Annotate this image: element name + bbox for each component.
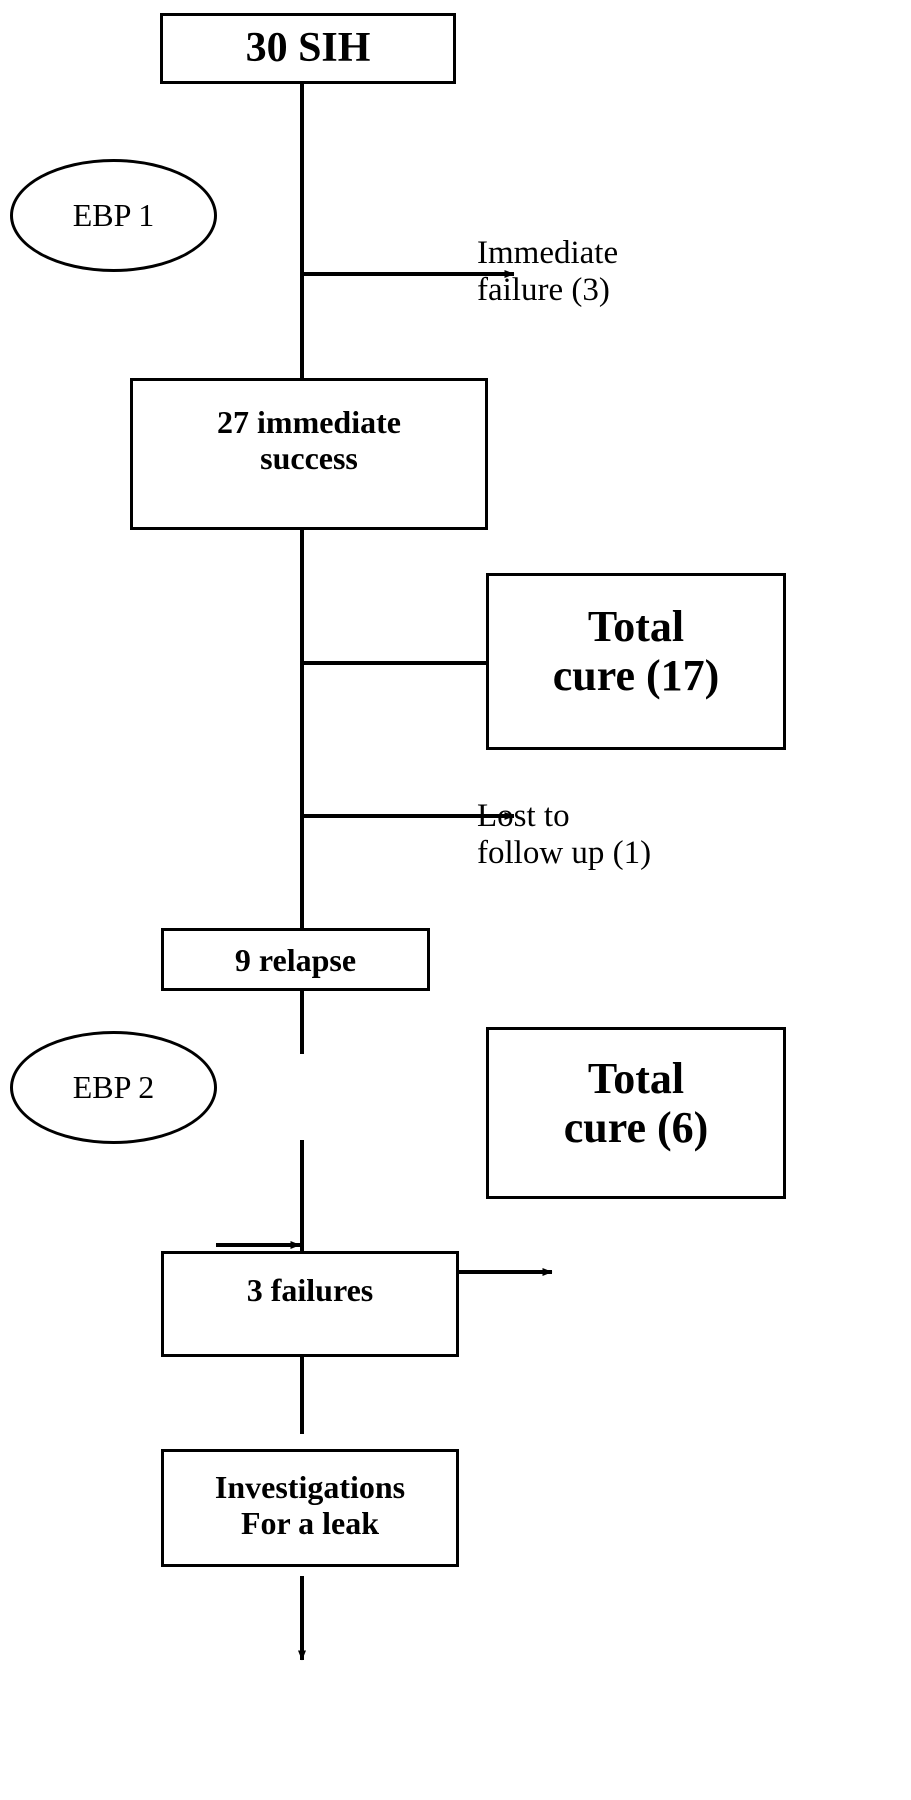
node-total-cure-6[interactable]: Total cure (6) <box>486 1027 786 1199</box>
label-lost-to-follow-up: Lost to follow up (1) <box>477 798 652 872</box>
node-failures[interactable]: 3 failures <box>161 1251 459 1357</box>
node-ebp2[interactable]: EBP 2 <box>10 1031 217 1144</box>
label-immediate-failure: Immediate failure (3) <box>477 235 619 309</box>
node-total-cure-17-label: Total cure (17) <box>552 602 720 701</box>
node-immediate-success-label: 27 immediate success <box>217 404 401 476</box>
node-total-cure-17[interactable]: Total cure (17) <box>486 573 786 750</box>
node-start-30-sih[interactable]: 30 SIH <box>160 13 456 84</box>
node-total-cure-6-label: Total cure (6) <box>563 1054 709 1153</box>
node-failures-label: 3 failures <box>246 1272 374 1308</box>
node-investigations-label: Investigations For a leak <box>214 1469 406 1541</box>
node-start-label: 30 SIH <box>245 25 371 71</box>
node-immediate-success[interactable]: 27 immediate success <box>130 378 488 530</box>
node-ebp1-label: EBP 1 <box>72 197 155 233</box>
node-relapse-label: 9 relapse <box>234 942 357 978</box>
node-ebp1[interactable]: EBP 1 <box>10 159 217 272</box>
node-ebp2-label: EBP 2 <box>72 1069 155 1105</box>
node-relapse[interactable]: 9 relapse <box>161 928 430 991</box>
node-investigations[interactable]: Investigations For a leak <box>161 1449 459 1567</box>
